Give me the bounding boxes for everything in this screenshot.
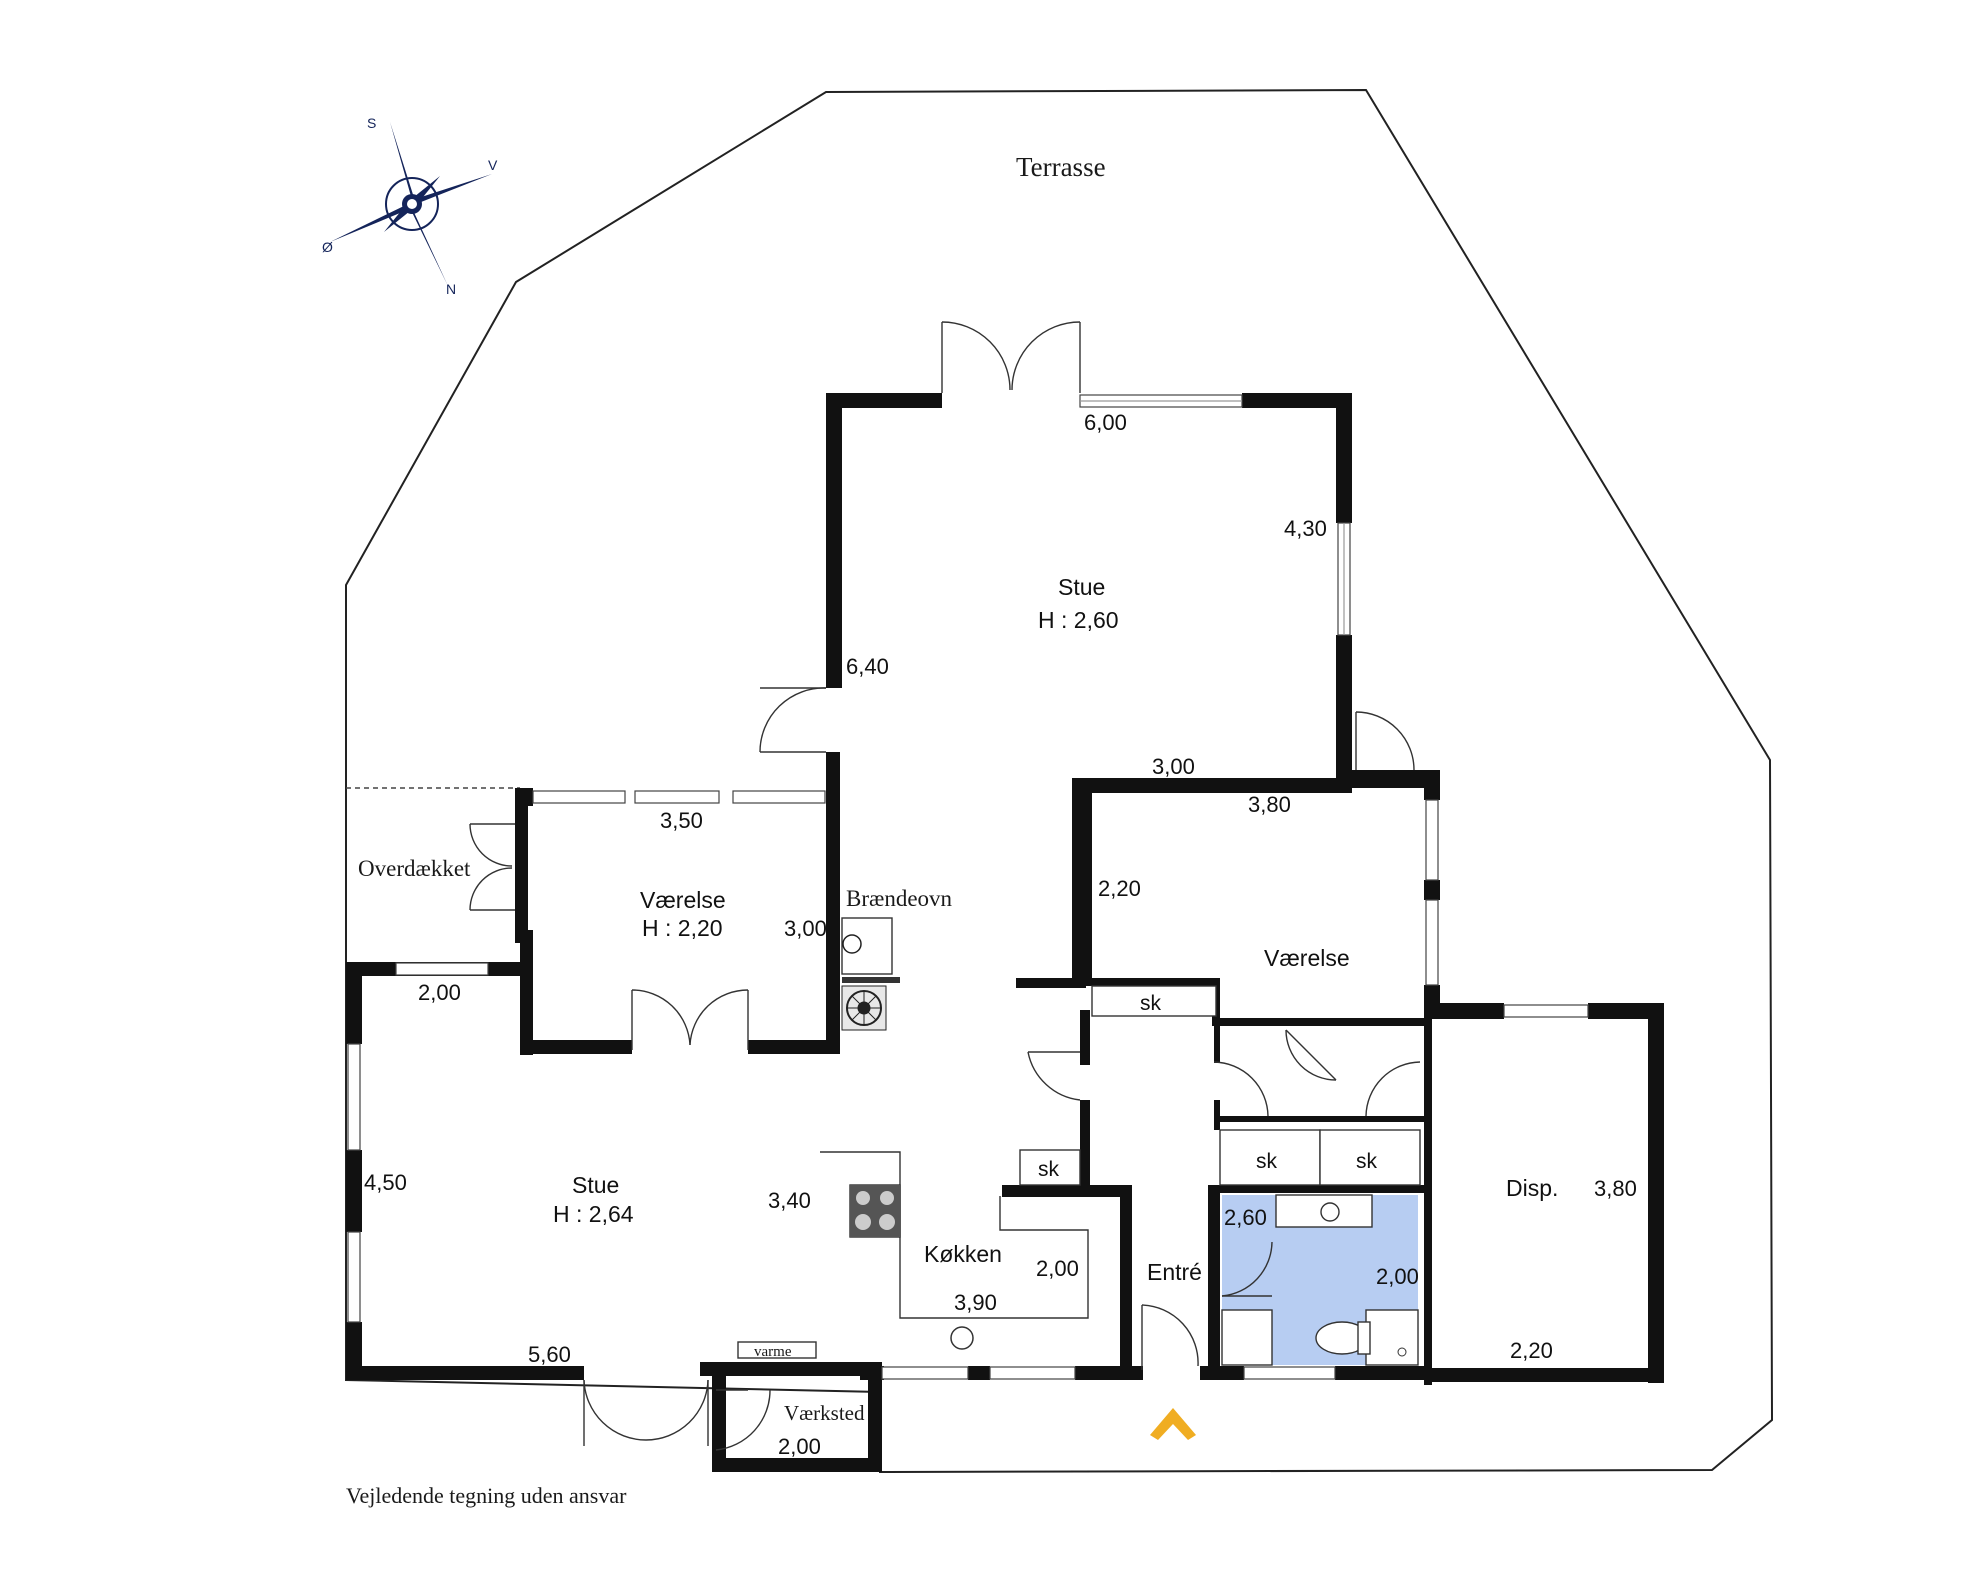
room-entre-name: Entré xyxy=(1147,1259,1202,1285)
room-stue-left-height: H : 2,64 xyxy=(553,1201,634,1227)
dim-vaerelse-left-width: 3,50 xyxy=(660,808,703,833)
closet-label-1: sk xyxy=(1140,992,1162,1015)
compass-n: N xyxy=(446,281,456,297)
closet-label-3: sk xyxy=(1256,1150,1278,1173)
closet-label-2: sk xyxy=(1038,1158,1060,1181)
dim-koekken-left: 3,40 xyxy=(768,1188,811,1213)
compass-v: V xyxy=(488,157,498,173)
dim-bath-height: 2,00 xyxy=(1376,1264,1419,1289)
dim-stue-top-left: 6,40 xyxy=(846,654,889,679)
varme-label: varme xyxy=(754,1344,792,1360)
overdaekket-label: Overdækket xyxy=(358,856,471,881)
dim-vaerksted-width: 2,00 xyxy=(778,1434,821,1459)
compass-rose-icon xyxy=(330,122,492,286)
disclaimer-label: Vejledende tegning uden ansvar xyxy=(346,1483,627,1508)
dim-disp-height: 3,80 xyxy=(1594,1176,1637,1201)
shower-drain-icon xyxy=(1397,1347,1407,1357)
kitchen-sink-icon xyxy=(950,1326,974,1350)
room-stue-top-height: H : 2,60 xyxy=(1038,607,1119,633)
dim-stue-top-bottom: 3,00 xyxy=(1152,754,1195,779)
dim-stue-top-right: 4,30 xyxy=(1284,516,1327,541)
toilet-icon xyxy=(1315,1321,1371,1355)
dim-overdaekket-width: 2,00 xyxy=(418,980,461,1005)
dim-vaerelse-left-height: 3,00 xyxy=(784,916,827,941)
dim-koekken-width: 3,90 xyxy=(954,1290,997,1315)
dim-vaerelse-right-width: 3,80 xyxy=(1248,792,1291,817)
dim-koekken-right: 2,00 xyxy=(1036,1256,1079,1281)
closet-label-4: sk xyxy=(1356,1150,1378,1173)
dim-stue-left-width: 5,60 xyxy=(528,1342,571,1367)
dim-stue-left-height: 4,50 xyxy=(364,1170,407,1195)
stove-hob-icon xyxy=(850,1185,900,1237)
terrace-label: Terrasse xyxy=(1016,152,1106,182)
wood-stove-icon xyxy=(841,934,887,1031)
entrance-arrow-icon xyxy=(1150,1408,1196,1440)
dim-bath-width: 2,60 xyxy=(1224,1205,1267,1230)
dim-stue-top-width: 6,00 xyxy=(1084,410,1127,435)
windows xyxy=(347,394,1589,1380)
compass-o: Ø xyxy=(322,239,333,255)
dim-disp-width: 2,20 xyxy=(1510,1338,1553,1363)
dim-vaerelse-right-height: 2,20 xyxy=(1098,876,1141,901)
room-vaerelse-left-name: Værelse xyxy=(640,887,726,913)
room-disp-name: Disp. xyxy=(1506,1175,1558,1201)
doors xyxy=(469,321,1421,1451)
room-stue-top-name: Stue xyxy=(1058,574,1105,600)
compass-s: S xyxy=(367,115,376,131)
vaerksted-label: Værksted xyxy=(784,1401,865,1425)
room-vaerelse-left-height: H : 2,20 xyxy=(642,915,723,941)
room-stue-left-name: Stue xyxy=(572,1172,619,1198)
braendeovn-label: Brændeovn xyxy=(846,886,953,911)
room-koekken-name: Køkken xyxy=(924,1241,1002,1267)
bathroom-sink-icon xyxy=(1320,1202,1340,1222)
room-vaerelse-right-name: Værelse xyxy=(1264,945,1350,971)
